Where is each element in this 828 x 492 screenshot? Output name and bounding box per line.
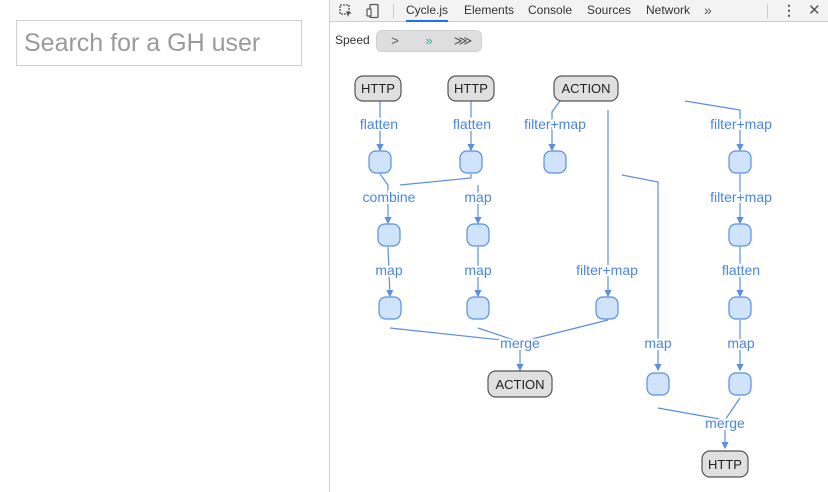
stream-node [377, 223, 401, 247]
operator-labels: flatten combine map flatten map map filt… [358, 114, 774, 433]
speed-control: > » ⋙ [376, 30, 482, 52]
speed-fast-button[interactable]: ⋙ [453, 33, 473, 48]
operator-label: filter+map [576, 262, 638, 278]
operator-label: flatten [722, 262, 760, 278]
operator-label: merge [705, 415, 745, 431]
stream-node [646, 372, 670, 396]
stream-node [466, 223, 490, 247]
operator-nodes [368, 150, 752, 396]
tab-cyclejs[interactable]: Cycle.js [406, 0, 449, 22]
close-icon[interactable]: ✕ [808, 2, 821, 19]
source-node-http-1: HTTP [354, 75, 402, 102]
operator-label: merge [500, 335, 540, 351]
stream-node [728, 372, 752, 396]
operator-label: map [464, 262, 491, 278]
devtools-panel: Cycle.js Elements Console Sources Networ… [330, 0, 828, 492]
app-pane [0, 0, 329, 492]
sink-label: HTTP [708, 457, 742, 472]
operator-label: flatten [360, 116, 398, 132]
source-label: ACTION [561, 81, 610, 96]
speed-slow-button[interactable]: > [391, 33, 399, 48]
operator-label: combine [363, 189, 416, 205]
tab-network[interactable]: Network [646, 3, 691, 17]
stream-node [543, 150, 567, 174]
operator-label: filter+map [710, 189, 772, 205]
sink-label: ACTION [495, 377, 544, 392]
more-options-icon[interactable]: ⋮ [782, 2, 796, 18]
stream-node [378, 296, 402, 320]
more-tabs-icon[interactable]: » [704, 2, 712, 18]
sink-node-http: HTTP [701, 450, 749, 478]
speed-label: Speed [335, 33, 370, 47]
stream-node [459, 150, 483, 174]
source-label: HTTP [454, 81, 488, 96]
stream-node [728, 296, 752, 320]
toolbar-separator [767, 4, 768, 18]
operator-label: map [375, 262, 402, 278]
sink-node-action: ACTION [487, 370, 553, 398]
device-toolbar-icon[interactable] [365, 3, 381, 19]
operator-label: flatten [453, 116, 491, 132]
source-node-http-2: HTTP [447, 75, 495, 102]
inspect-element-icon[interactable] [338, 3, 354, 19]
dataflow-graph: HTTP HTTP ACTION ACTION HTTP [354, 75, 774, 478]
source-label: HTTP [361, 81, 395, 96]
source-node-action: ACTION [553, 75, 619, 102]
tab-console[interactable]: Console [528, 3, 573, 17]
stream-node [728, 150, 752, 174]
operator-label: map [727, 335, 754, 351]
graph-edges [376, 100, 744, 450]
operator-label: map [644, 335, 671, 351]
stream-node [466, 296, 490, 320]
tab-elements[interactable]: Elements [464, 3, 515, 17]
operator-label: filter+map [710, 116, 772, 132]
operator-label: filter+map [524, 116, 586, 132]
pane-divider [329, 0, 330, 492]
tab-sources[interactable]: Sources [587, 3, 632, 17]
devtools-tabbar: Cycle.js Elements Console Sources Networ… [330, 0, 828, 22]
search-input[interactable] [16, 20, 302, 66]
operator-label: map [464, 189, 491, 205]
stream-node [595, 296, 619, 320]
speed-normal-button[interactable]: » [425, 33, 433, 48]
stream-node [728, 223, 752, 247]
toolbar-separator [393, 4, 394, 18]
stream-node [368, 150, 392, 174]
